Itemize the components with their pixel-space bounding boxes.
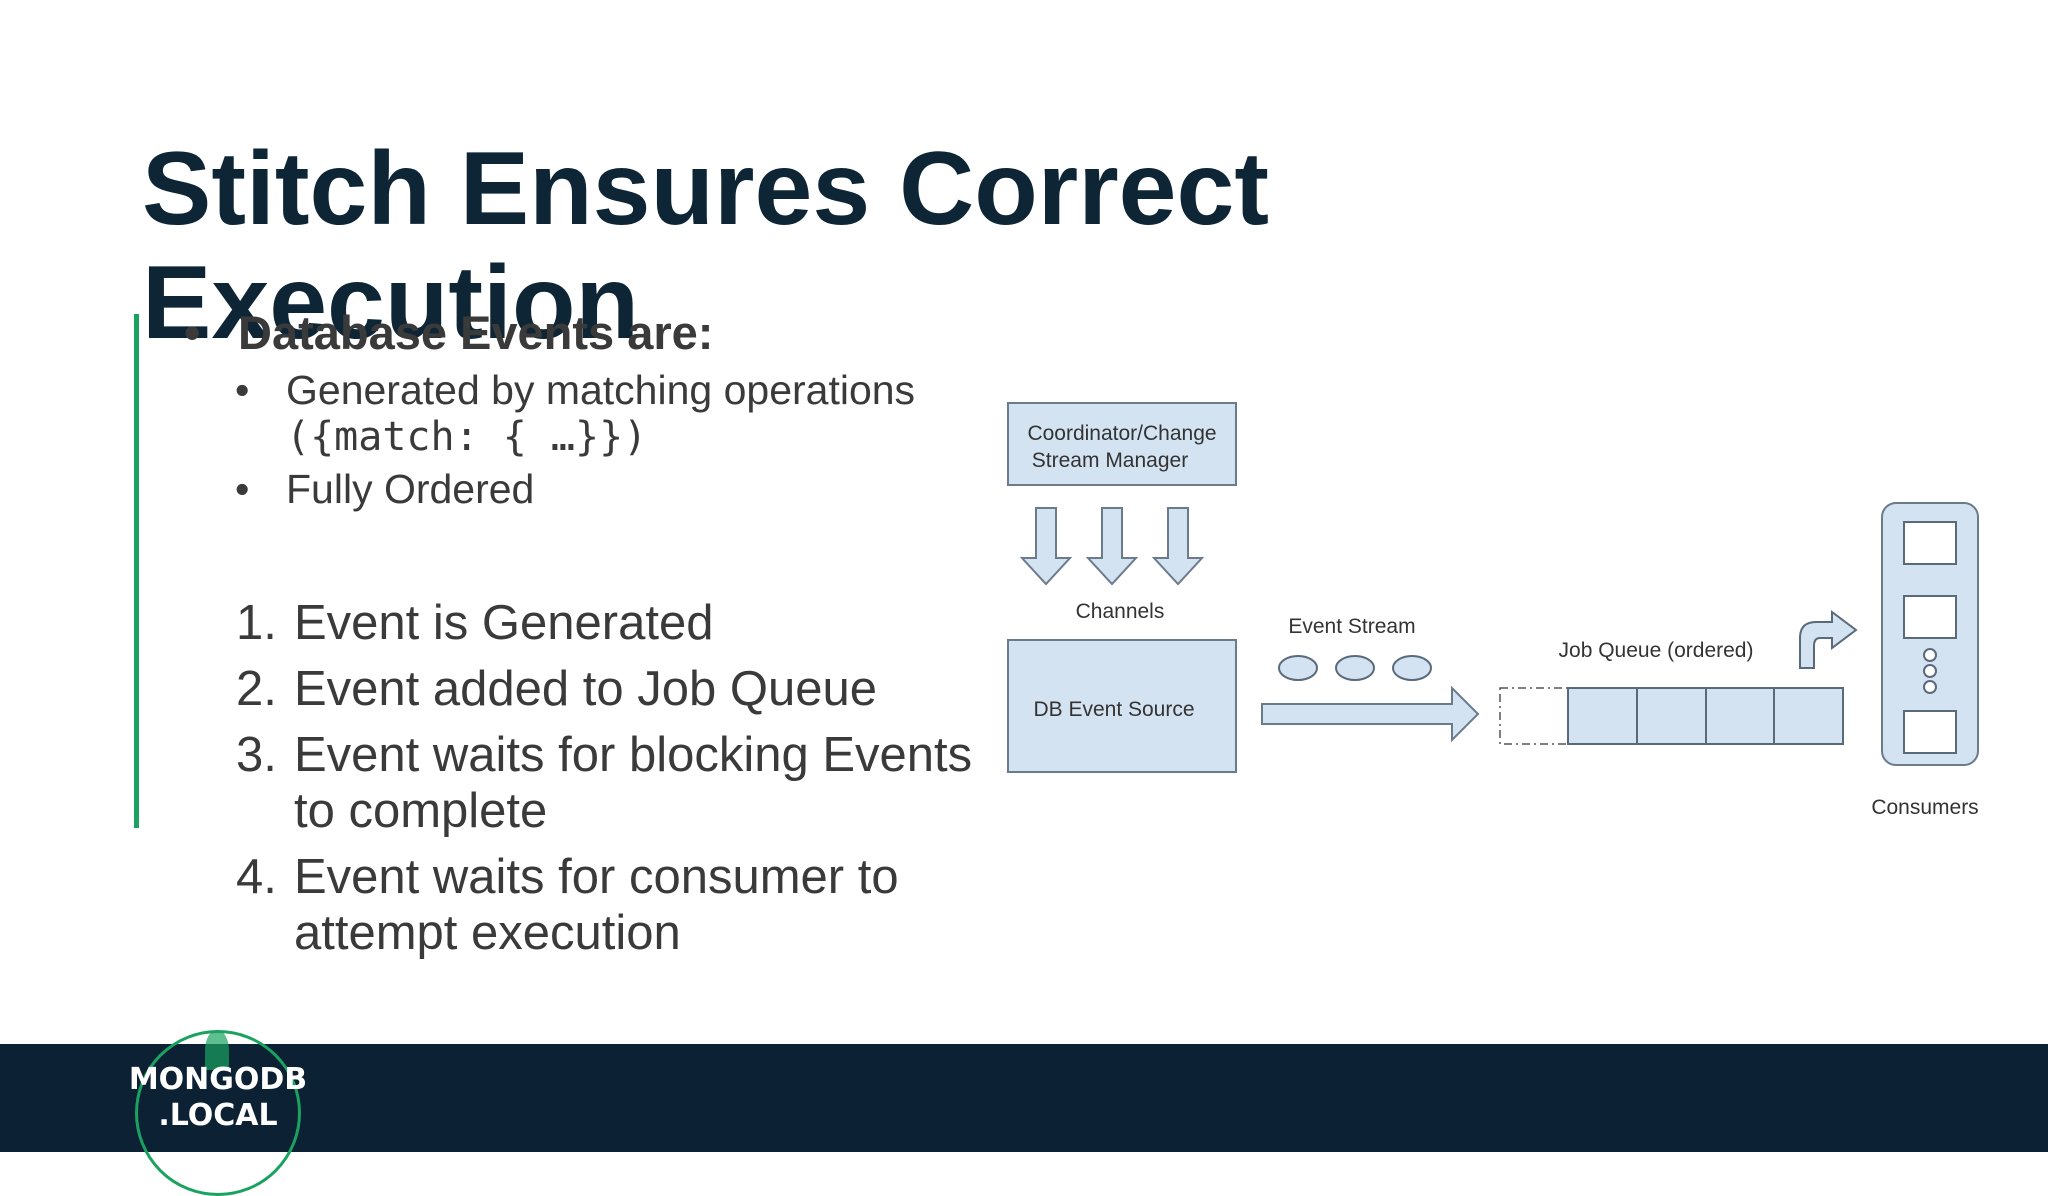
job-queue-slot <box>1636 687 1707 745</box>
step-item: 2. Event added to Job Queue <box>236 661 996 717</box>
bullet-list: • Database Events are: • Generated by ma… <box>180 305 1000 512</box>
steps-list: 1. Event is Generated 2. Event added to … <box>236 595 996 971</box>
channel-arrows <box>1019 507 1205 586</box>
step-item: 1. Event is Generated <box>236 595 996 651</box>
leaf-icon <box>205 1030 229 1070</box>
step-number: 4. <box>236 850 277 904</box>
bullet-main-text: Database Events are: <box>238 306 714 359</box>
event-oval <box>1278 655 1318 681</box>
event-ovals <box>1278 655 1432 681</box>
consumer-slot <box>1903 521 1957 565</box>
bullet-sub-2: • Fully Ordered <box>180 466 1000 512</box>
bullet-dot: • <box>235 367 250 413</box>
event-stream-arrow <box>1261 685 1480 743</box>
bullet-dot: • <box>184 306 201 359</box>
step-item: 4. Event waits for consumer to attempt e… <box>236 849 996 961</box>
db-event-source-box <box>1007 639 1237 773</box>
slide: Stitch Ensures Correct Execution • Datab… <box>0 131 2048 1196</box>
footer-banner <box>0 1044 2048 1152</box>
dispatch-arrow <box>1799 610 1858 669</box>
bullet-sub-2-text: Fully Ordered <box>286 466 535 512</box>
consumers-label: Consumers <box>1871 796 1978 819</box>
step-text: Event waits for consumer to attempt exec… <box>294 850 899 960</box>
logo-line1: MONGODB <box>128 1062 308 1097</box>
job-queue <box>1567 687 1844 745</box>
step-text: Event is Generated <box>294 596 714 650</box>
bullet-sub-1: • Generated by matching operations ({mat… <box>180 367 1000 460</box>
step-text: Event waits for blocking Events to compl… <box>294 728 973 838</box>
accent-bar <box>134 314 139 828</box>
step-number: 1. <box>236 596 277 650</box>
step-number: 2. <box>236 662 277 716</box>
consumer-dot <box>1923 664 1937 678</box>
bullet-main: • Database Events are: <box>180 305 1000 361</box>
coordinator-label-line1: Coordinator/Change <box>1027 422 1216 445</box>
event-oval <box>1392 655 1432 681</box>
mongodb-local-logo: MONGODB .LOCAL <box>118 1062 318 1134</box>
step-item: 3. Event waits for blocking Events to co… <box>236 727 996 839</box>
consumer-slot <box>1903 595 1957 639</box>
channels-label: Channels <box>1076 600 1165 623</box>
step-text: Event added to Job Queue <box>294 662 877 716</box>
channel-arrow <box>1085 507 1139 586</box>
consumer-slot <box>1903 710 1957 754</box>
job-queue-label: Job Queue (ordered) <box>1559 639 1754 662</box>
bullet-dot: • <box>235 466 250 512</box>
coordinator-box <box>1007 402 1237 486</box>
logo-line2: .LOCAL <box>158 1098 278 1133</box>
consumer-dot <box>1923 680 1937 694</box>
job-queue-slot <box>1773 687 1844 745</box>
event-stream-label: Event Stream <box>1288 615 1415 638</box>
job-queue-slot <box>1705 687 1775 745</box>
coordinator-label-line2: Stream Manager <box>1032 449 1188 472</box>
architecture-diagram: Coordinator/Change Stream Manager Channe… <box>1007 402 1979 819</box>
bullet-sub-1-code: ({match: { …}}) <box>286 414 648 460</box>
job-queue-slot <box>1567 687 1638 745</box>
channel-arrow <box>1151 507 1205 586</box>
bullet-sub-1-text: Generated by matching operations <box>286 367 916 413</box>
consumer-dot <box>1923 648 1937 662</box>
event-oval <box>1335 655 1375 681</box>
step-number: 3. <box>236 728 277 782</box>
slide-title: Stitch Ensures Correct Execution <box>142 131 1269 361</box>
channel-arrow <box>1019 507 1073 586</box>
job-queue-empty-slot <box>1499 687 1569 745</box>
consumer-slots <box>1903 521 1957 754</box>
db-event-source-label: DB Event Source <box>1033 698 1194 721</box>
